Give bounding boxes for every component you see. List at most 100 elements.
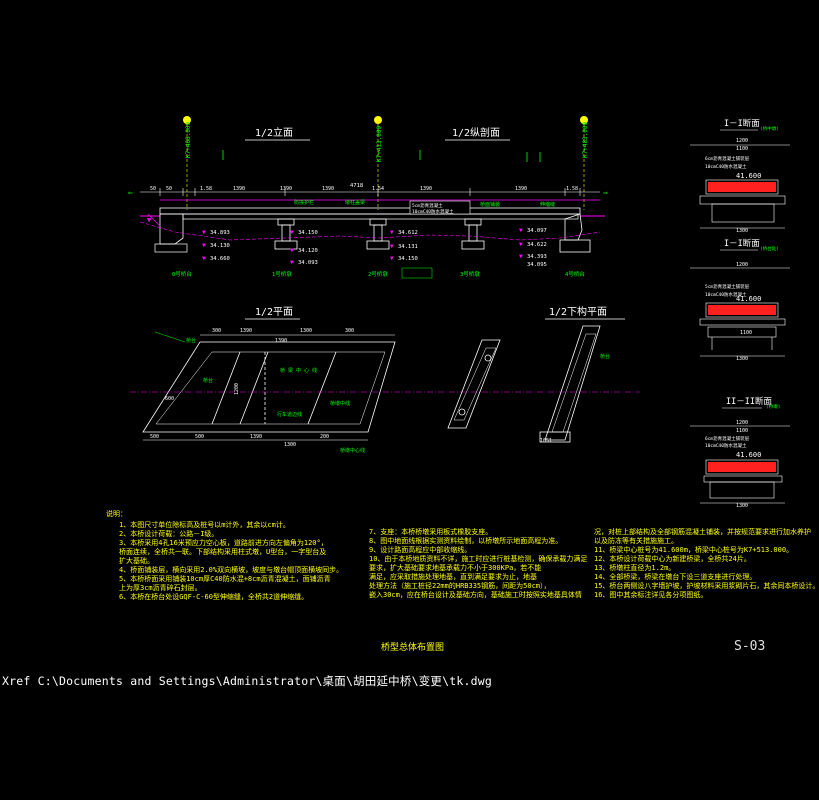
cross-section-2: I－I断面 (桥台处) 1200 5cm沥青混凝土铺装层 10cmC40防水混凝… [690,238,790,362]
pier-1 [274,218,298,250]
note-line: 8、图中地面线根据实测资料绘制，以桥墩所示地面高程为准。 [369,537,563,545]
svg-text:50: 50 [166,186,172,192]
svg-text:34.660: 34.660 [210,256,230,262]
note-line: 15、桥台两侧设八字墙护坡，护坡材料采用浆砌片石，其余同本桥设计。 [594,582,819,590]
svg-text:▼: ▼ [519,227,523,234]
station-marker-left: K7+468.000 [183,116,192,210]
elevation-labels: 34.893 34.130 34.660 34.150 34.120 34.09… [210,228,547,268]
svg-text:34.093: 34.093 [298,260,318,266]
svg-text:10cmC40防水混凝土: 10cmC40防水混凝土 [412,208,454,215]
note-line: 3、本桥采用4孔16米预应力空心板，道路前进方向左偏角为120°， [119,539,328,547]
abutment-4 [559,213,591,253]
svg-text:II－II断面: II－II断面 [726,396,772,407]
note-line: 5、本桥桥面采用铺装10cm厚C40防水混+8cm沥青混凝土，面铺沥青 [119,575,331,583]
notes-mid: 7、支座：本桥桥墩采用板式橡胶支座。 8、图中地面线根据实测资料绘制，以桥墩所示… [369,528,587,600]
note-line: 要求，扩大基础要求地基承载力不小于300KPa，若不能 [369,564,542,572]
note-line: 11、桥梁中心桩号为41.600m，桥梁中心桩号为K7+513.000。 [594,546,794,554]
plan-dimensions: 300 1390 1300 300 1390 500 500 1390 200 … [143,328,395,448]
svg-text:▼: ▼ [202,242,206,249]
svg-text:▼: ▼ [202,229,206,236]
pier-2 [366,218,390,250]
note-line: 7、支座：本桥桥墩采用板式橡胶支座。 [369,528,493,536]
svg-text:1号桥墩: 1号桥墩 [272,270,292,278]
svg-text:10cmC40防水混凝土: 10cmC40防水混凝土 [705,163,747,170]
note-line: 13、桥墩柱直径为1.2m。 [594,564,676,572]
half-plan-title: 1/2平面 [255,307,293,318]
plan-deck-outline [142,341,396,433]
svg-text:桥 梁 中 心 线: 桥 梁 中 心 线 [280,367,317,374]
svg-text:6cm沥青混凝土铺装层: 6cm沥青混凝土铺装层 [705,155,750,162]
svg-text:⇐: ⇐ [128,188,133,197]
half-longitudinal-title: 1/2纵剖面 [452,126,500,139]
svg-text:1100: 1100 [736,146,748,152]
note-line: 6、本桥在桥台处设GQF-C-60型伸缩缝，全桥共2道伸缩缝。 [119,593,309,601]
svg-text:1390: 1390 [233,186,245,192]
svg-text:34.131: 34.131 [398,244,418,250]
svg-text:▼: ▼ [202,255,206,262]
svg-text:1390: 1390 [280,186,292,192]
svg-text:1390: 1390 [275,338,287,344]
cad-drawing-canvas: K7+468.000 K7+413.000 K7+483.000 1/2立面 1… [128,116,790,509]
svg-text:行车道边线: 行车道边线 [277,411,302,418]
svg-text:▼: ▼ [519,253,523,260]
note-line: 14、全部桥梁，桥梁在墩台下设三道支座进行处理。 [594,573,757,581]
notes-heading: 说明： [106,510,127,518]
svg-text:▼: ▼ [290,247,294,254]
svg-text:10cmC40防水混凝土: 10cmC40防水混凝土 [705,442,747,449]
station-marker-mid: K7+413.000 [374,116,383,210]
xref-path-line: Xref C:\Documents and Settings\Administr… [2,674,492,688]
half-pier-plan-title: 1/2下构平面 [549,305,607,318]
svg-text:▼: ▼ [390,243,394,250]
svg-text:墩柱盖梁: 墩柱盖梁 [345,199,365,206]
svg-text:K7+413.000: K7+413.000 [376,125,383,162]
svg-text:1.54: 1.54 [372,186,384,192]
svg-text:1300: 1300 [284,442,296,448]
svg-text:▼: ▼ [147,216,152,224]
svg-text:▼: ▼ [390,255,394,262]
svg-text:41.600: 41.600 [736,295,761,303]
bridge-deck: 5cm沥青混凝土 10cmC40防水混凝土 墩柱盖梁 桥面铺装 防撞护栏 伸缩缝 [140,199,605,220]
svg-text:▼: ▼ [390,229,394,236]
svg-text:1100: 1100 [740,330,752,336]
svg-text:1.58: 1.58 [200,186,212,192]
svg-text:34.612: 34.612 [398,230,418,236]
elevation-view: K7+468.000 K7+413.000 K7+483.000 1/2立面 1… [128,116,608,279]
note-line: 2、本桥设计荷载：公路－I级。 [119,530,219,538]
notes-right: 况，对桩上部结构及全部钢筋混凝土铺装，并按规范要求进行加水养护 以及防冻等有关措… [594,528,819,600]
svg-text:4718: 4718 [350,183,363,189]
svg-text:34.130: 34.130 [210,243,230,249]
svg-text:桥台: 桥台 [186,337,196,344]
note-line: 10、由于本桥地质资料不详，施工时应进行桩基检测，确保承载力满足 [369,555,588,563]
svg-text:34.150: 34.150 [398,256,418,262]
svg-text:1390: 1390 [420,186,432,192]
pier-labels: 0号桥台 1号桥墩 2号桥墩 3号桥墩 4号桥台 [172,270,585,278]
cross-section-1: I－I断面 (桥中墩) 1200 1100 6cm沥青混凝土铺装层 10cmC4… [690,118,790,234]
svg-text:伸缩缝: 伸缩缝 [540,201,555,208]
svg-text:34.097: 34.097 [527,228,547,234]
svg-text:桥墩中线: 桥墩中线 [330,400,350,407]
note-line: 12、本桥设计荷载中心为新建桥梁，全桥共24片。 [594,555,751,563]
svg-text:300: 300 [345,328,354,334]
svg-text:1390: 1390 [250,434,262,440]
svg-text:34.120: 34.120 [298,248,318,254]
svg-text:1200: 1200 [736,420,748,426]
cross-section-3: II－II断面 (桥墩) 1200 1100 6cm沥青混凝土铺装层 10cmC… [690,396,790,509]
note-line: 以及防冻等有关措施施工。 [594,537,678,545]
svg-text:600: 600 [165,396,174,402]
svg-text:(桥墩): (桥墩) [766,403,780,410]
svg-text:6cm沥青混凝土铺装层: 6cm沥青混凝土铺装层 [705,435,750,442]
svg-text:2号桥墩: 2号桥墩 [368,270,388,278]
svg-text:1300: 1300 [300,328,312,334]
half-elevation-title: 1/2立面 [255,126,293,139]
svg-text:41.600: 41.600 [736,451,761,459]
svg-text:10cmC40防水混凝土: 10cmC40防水混凝土 [705,291,747,298]
svg-text:34.150: 34.150 [298,230,318,236]
elevation-markers: ▼▼▼ ▼▼▼ ▼▼▼ ▼▼▼ [202,227,523,266]
svg-text:500: 500 [195,434,204,440]
svg-text:桥台: 桥台 [600,353,610,360]
svg-text:防撞护栏: 防撞护栏 [294,199,314,206]
svg-text:(桥台处): (桥台处) [760,245,779,252]
svg-text:▼: ▼ [290,259,294,266]
svg-text:1051: 1051 [540,438,552,444]
svg-text:I－I断面: I－I断面 [724,118,760,129]
